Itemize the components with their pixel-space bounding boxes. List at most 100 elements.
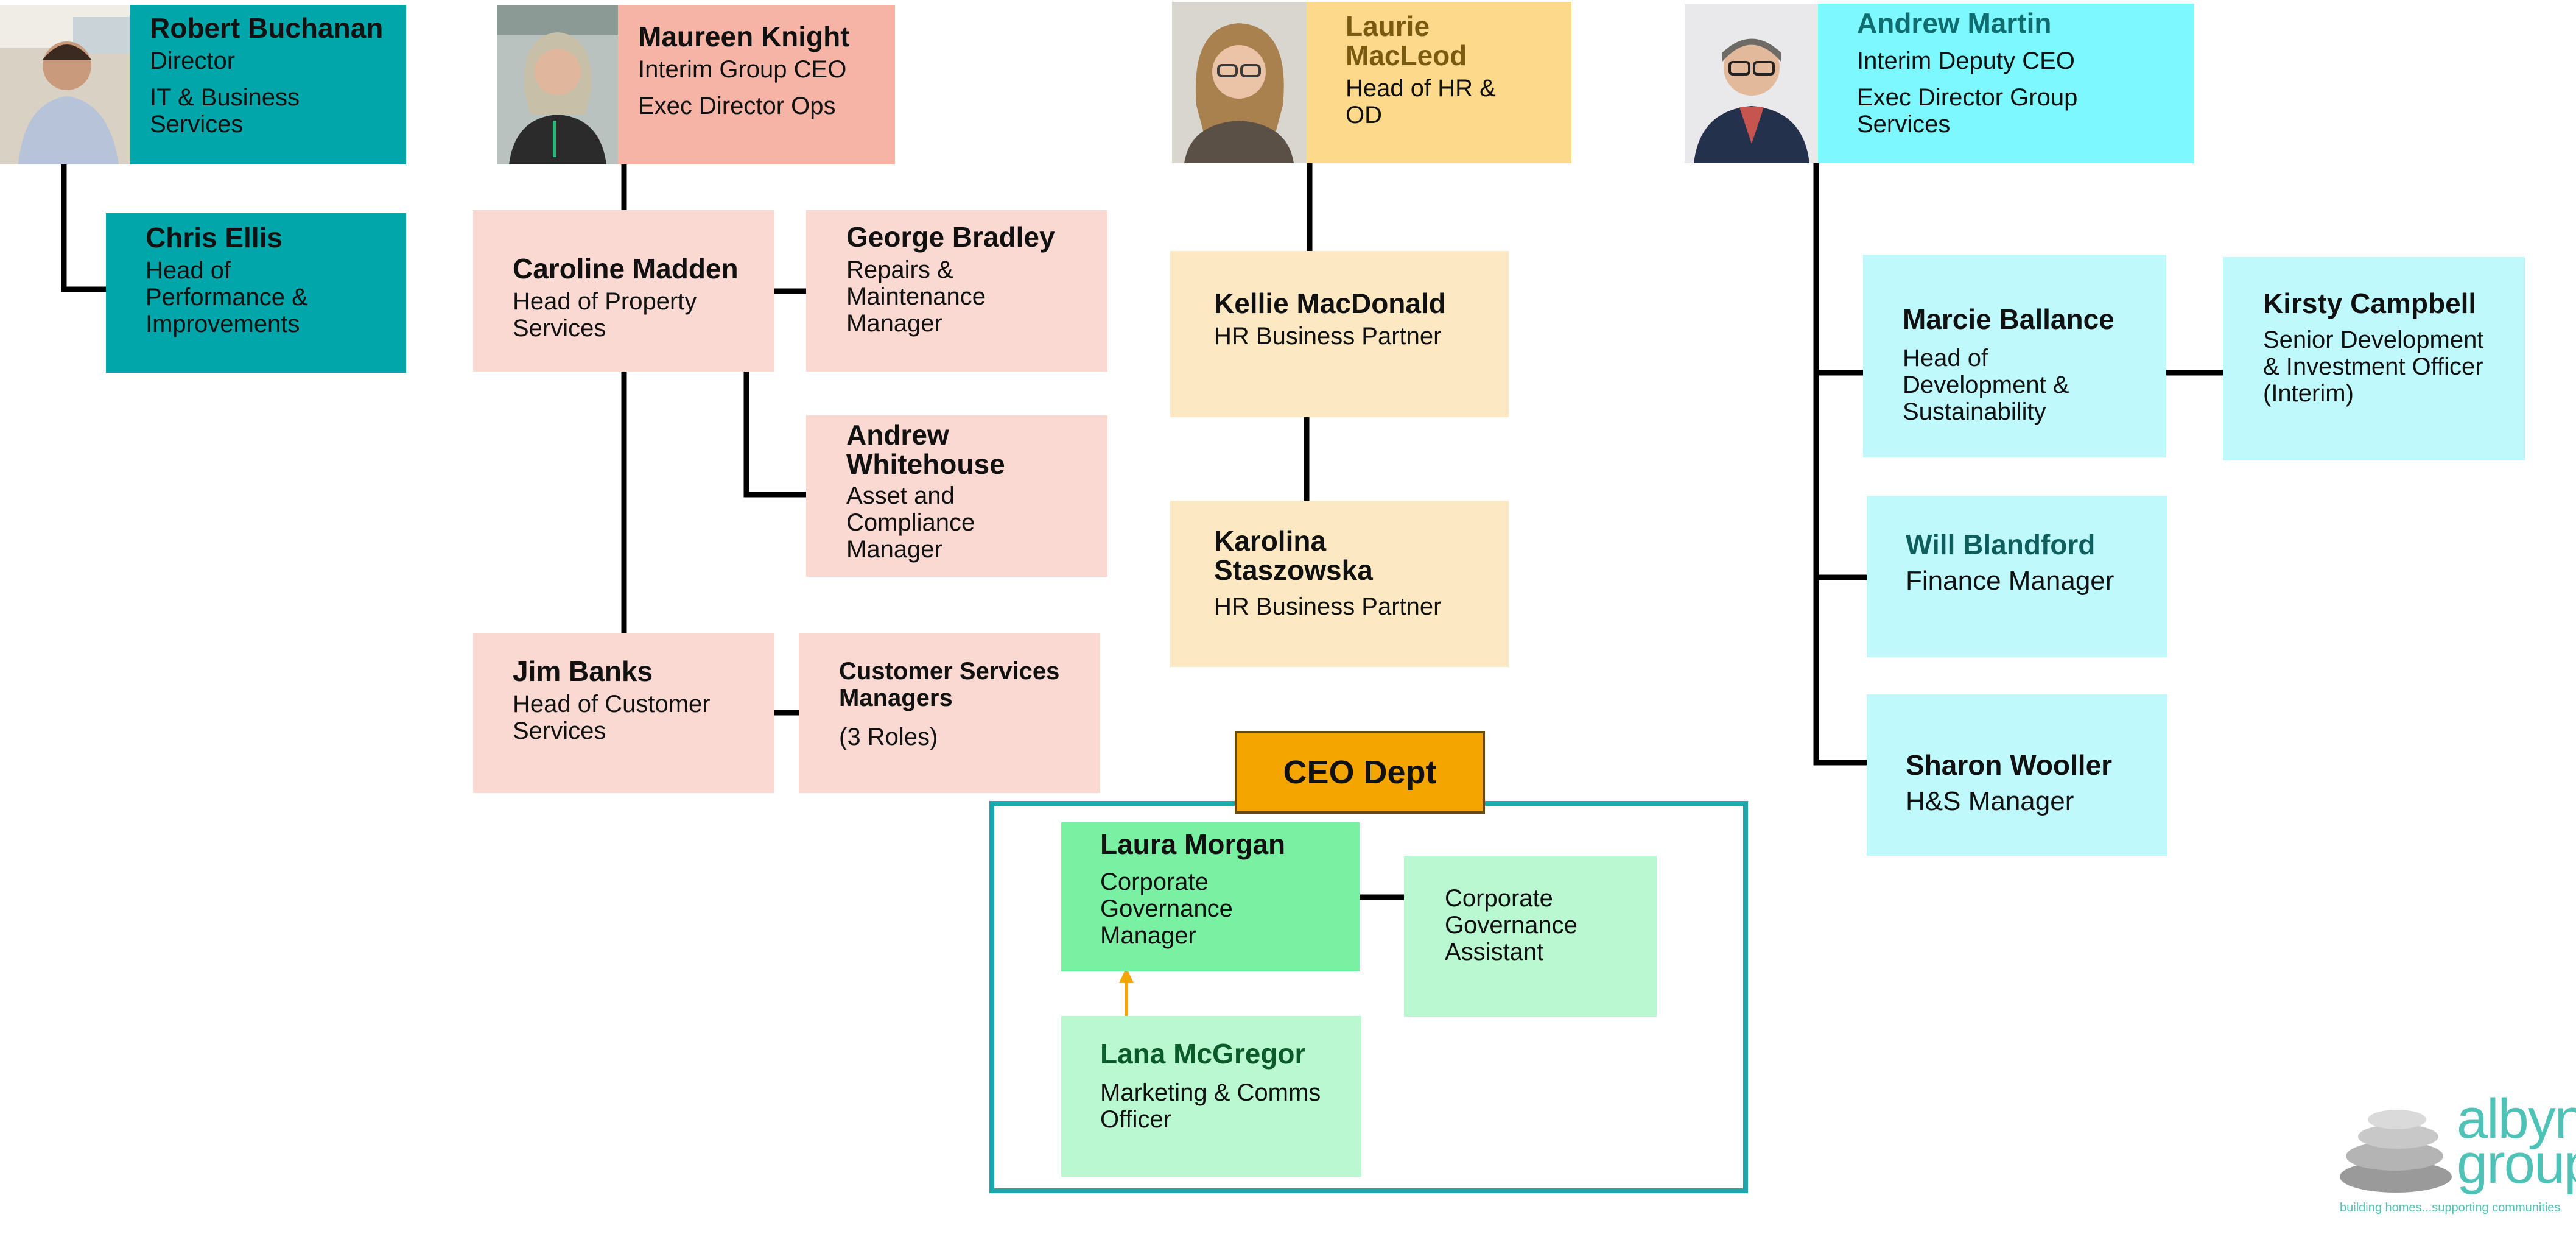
name-andrew-whitehouse: Andrew Whitehouse bbox=[846, 420, 1107, 479]
role-line: OD bbox=[1346, 102, 1382, 129]
name-kellie-macdonald: Kellie MacDonald bbox=[1214, 287, 1446, 319]
card-robert-buchanan: Robert Buchanan Director IT & Business S… bbox=[130, 5, 406, 164]
card-lana-mcgregor: Lana McGregor Marketing & Comms Officer bbox=[1061, 1016, 1361, 1177]
name-line: MacLeod bbox=[1346, 40, 1467, 71]
role-line: Asset and bbox=[846, 482, 955, 509]
card-karolina-staszowska: Karolina Staszowska HR Business Partner bbox=[1170, 501, 1509, 667]
role-line: (Interim) bbox=[2263, 380, 2354, 407]
role-line: & Investment Officer bbox=[2263, 353, 2483, 380]
name-karolina-staszowska: Karolina Staszowska bbox=[1214, 526, 1509, 585]
name-will-blandford: Will Blandford bbox=[1906, 529, 2096, 560]
role-line: Governance bbox=[1100, 895, 1233, 922]
role-line: Services bbox=[513, 315, 606, 342]
role-line: IT & Business bbox=[150, 84, 300, 111]
role-line: Head of HR & bbox=[1346, 75, 1496, 102]
card-andrew-whitehouse: Andrew Whitehouse Asset and Compliance M… bbox=[806, 415, 1107, 577]
name-laura-morgan: Laura Morgan bbox=[1100, 828, 1286, 860]
role-line: Manager bbox=[846, 536, 942, 563]
logo-tagline: building homes...supporting communities bbox=[2340, 1201, 2561, 1215]
card-andrew-martin: Andrew Martin Interim Deputy CEO Exec Di… bbox=[1818, 4, 2194, 163]
role-line: Manager bbox=[1100, 922, 1196, 949]
name-line: Customer Services bbox=[839, 658, 1060, 685]
name-jim-banks: Jim Banks bbox=[513, 655, 653, 687]
card-laura-morgan: Laura Morgan Corporate Governance Manage… bbox=[1061, 822, 1360, 971]
name-line: Laurie bbox=[1346, 10, 1430, 42]
role-line: Officer bbox=[1100, 1106, 1172, 1133]
name-maureen-knight: Maureen Knight bbox=[638, 21, 850, 52]
card-sharon-wooller: Sharon Wooller H&S Manager bbox=[1867, 694, 2167, 856]
role-line: Sustainability bbox=[1903, 398, 2046, 425]
name-marcie-ballance: Marcie Ballance bbox=[1903, 303, 2114, 335]
name-lana-mcgregor: Lana McGregor bbox=[1100, 1038, 1306, 1070]
role-line: Services bbox=[513, 717, 606, 744]
role-line: Director bbox=[150, 48, 236, 74]
ceo-dept-label: CEO Dept bbox=[1235, 731, 1485, 814]
role-line: Compliance bbox=[846, 509, 975, 536]
role-line: Head of bbox=[146, 257, 231, 284]
role-line: Finance Manager bbox=[1906, 566, 2114, 596]
role-line: HR Business Partner bbox=[1214, 323, 1442, 350]
card-kirsty-campbell: Kirsty Campbell Senior Development & Inv… bbox=[2223, 257, 2525, 460]
card-caroline-madden: Caroline Madden Head of Property Service… bbox=[473, 210, 774, 372]
name-line: Staszowska bbox=[1214, 554, 1373, 586]
name-george-bradley: George Bradley bbox=[846, 221, 1055, 253]
albyn-group-logo: albyn group building homes...supporting … bbox=[2335, 1088, 2576, 1218]
name-customer-services-managers: Customer Services Managers bbox=[839, 658, 1100, 711]
card-marcie-ballance: Marcie Ballance Head of Development & Su… bbox=[1863, 255, 2166, 457]
role-line: Corporate bbox=[1445, 885, 1553, 912]
name-laurie-macleod: Laurie MacLeod bbox=[1346, 12, 1571, 70]
role-line: Services bbox=[150, 111, 244, 138]
name-line: Andrew bbox=[846, 419, 949, 451]
card-george-bradley: George Bradley Repairs & Maintenance Man… bbox=[806, 210, 1107, 372]
card-maureen-knight: Maureen Knight Interim Group CEO Exec Di… bbox=[618, 5, 895, 164]
role-line: Head of Customer bbox=[513, 691, 711, 717]
name-chris-ellis: Chris Ellis bbox=[146, 222, 283, 253]
card-kellie-macdonald: Kellie MacDonald HR Business Partner bbox=[1170, 251, 1509, 417]
stacked-stones-icon bbox=[2340, 1110, 2452, 1193]
role-line: Interim Group CEO bbox=[638, 56, 847, 83]
name-kirsty-campbell: Kirsty Campbell bbox=[2263, 287, 2477, 319]
role-line: H&S Manager bbox=[1906, 786, 2074, 816]
role-line: Interim Deputy CEO bbox=[1857, 48, 2075, 74]
role-line: Senior Development bbox=[2263, 326, 2484, 353]
role-line: Exec Director Group bbox=[1857, 84, 2078, 111]
name-line: Whitehouse bbox=[846, 448, 1005, 480]
role-line: Development & bbox=[1903, 372, 2069, 398]
photo-laurie-macleod bbox=[1172, 2, 1307, 163]
person-photo-icon bbox=[1172, 2, 1307, 163]
role-line: Performance & bbox=[146, 284, 308, 311]
person-photo-icon bbox=[1685, 4, 1818, 163]
role-line: Head of Property bbox=[513, 288, 697, 315]
photo-robert-buchanan bbox=[0, 5, 130, 164]
role-line: Marketing & Comms bbox=[1100, 1079, 1321, 1106]
card-corporate-governance-assistant: Corporate Governance Assistant bbox=[1404, 856, 1657, 1017]
role-line: Manager bbox=[846, 310, 942, 337]
role-line: Assistant bbox=[1445, 939, 1544, 965]
role-line: Services bbox=[1857, 111, 1951, 138]
role-line: Repairs & bbox=[846, 256, 953, 283]
role-line: Exec Director Ops bbox=[638, 93, 836, 119]
card-jim-banks: Jim Banks Head of Customer Services bbox=[473, 633, 774, 793]
name-sharon-wooller: Sharon Wooller bbox=[1906, 749, 2113, 781]
name-andrew-martin: Andrew Martin bbox=[1857, 7, 2052, 39]
name-line: Karolina bbox=[1214, 525, 1327, 557]
card-will-blandford: Will Blandford Finance Manager bbox=[1867, 496, 2167, 657]
name-line: Managers bbox=[839, 685, 953, 711]
role-line: HR Business Partner bbox=[1214, 593, 1442, 620]
role-line: Governance bbox=[1445, 912, 1578, 939]
card-chris-ellis: Chris Ellis Head of Performance & Improv… bbox=[106, 213, 406, 373]
name-caroline-madden: Caroline Madden bbox=[513, 253, 739, 284]
logo-wordmark: albyn group bbox=[2457, 1088, 2576, 1195]
role-line: Improvements bbox=[146, 311, 300, 337]
person-photo-icon bbox=[497, 5, 618, 164]
role-line: (3 Roles) bbox=[839, 724, 938, 750]
role-line: Head of bbox=[1903, 345, 1988, 372]
card-laurie-macleod: Laurie MacLeod Head of HR & OD bbox=[1307, 2, 1571, 163]
photo-maureen-knight bbox=[497, 5, 618, 164]
role-line: Corporate bbox=[1100, 869, 1209, 895]
name-robert-buchanan: Robert Buchanan bbox=[150, 12, 384, 44]
person-photo-icon bbox=[0, 5, 130, 164]
card-customer-services-managers: Customer Services Managers (3 Roles) bbox=[799, 633, 1100, 793]
photo-andrew-martin bbox=[1685, 4, 1818, 163]
